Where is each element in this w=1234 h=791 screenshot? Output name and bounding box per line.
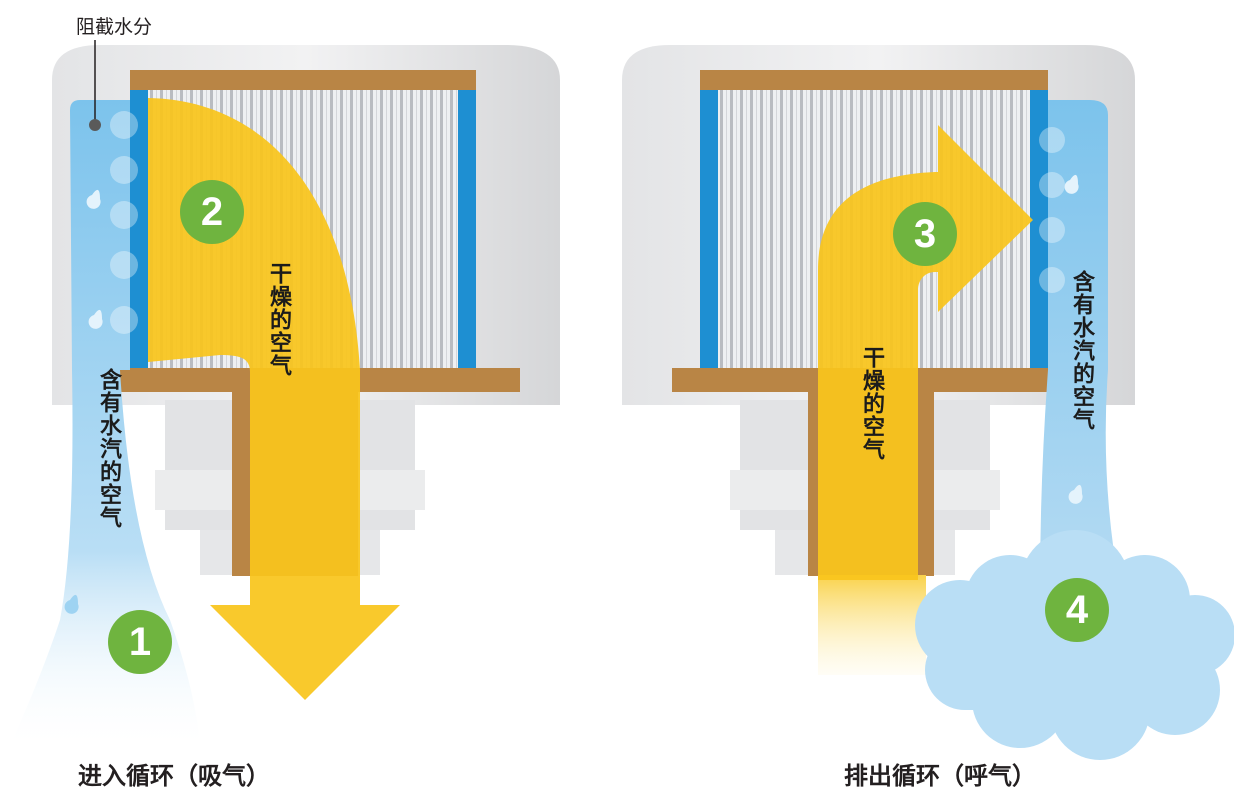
step-1-badge: 1 xyxy=(108,610,172,674)
right-dry-air-arrow xyxy=(818,125,1033,580)
dry-air-label-right: 干燥的空气 xyxy=(859,346,884,461)
humid-cloud xyxy=(915,530,1234,760)
right-bubbles xyxy=(1039,127,1065,293)
right-humid-stream xyxy=(1040,100,1120,590)
right-frame-left xyxy=(700,70,718,388)
water-block-label: 阻截水分 xyxy=(76,16,153,38)
step-4-badge: 4 xyxy=(1045,578,1109,642)
left-wood-top xyxy=(130,70,476,90)
humid-air-label-right: 含有水汽的空气 xyxy=(1069,270,1094,431)
dry-air-label-left: 干燥的空气 xyxy=(266,262,291,377)
right-wood-top xyxy=(700,70,1048,90)
left-frame-right xyxy=(458,70,476,388)
left-dry-air-arrow xyxy=(148,98,400,700)
right-dry-air-tail xyxy=(818,575,926,675)
exhaust-cycle-label: 排出循环（呼气） xyxy=(844,762,1036,790)
left-frame-left xyxy=(130,70,148,388)
right-frame-right xyxy=(1030,70,1048,388)
humid-air-label-left: 含有水汽的空气 xyxy=(96,368,121,529)
water-block-pointer xyxy=(89,119,101,131)
step-3-badge: 3 xyxy=(893,202,957,266)
left-bubbles xyxy=(110,111,138,334)
left-humid-stream xyxy=(10,100,200,745)
right-unit xyxy=(622,45,1234,760)
intake-cycle-label: 进入循环（吸气） xyxy=(78,762,270,790)
step-2-badge: 2 xyxy=(180,180,244,244)
